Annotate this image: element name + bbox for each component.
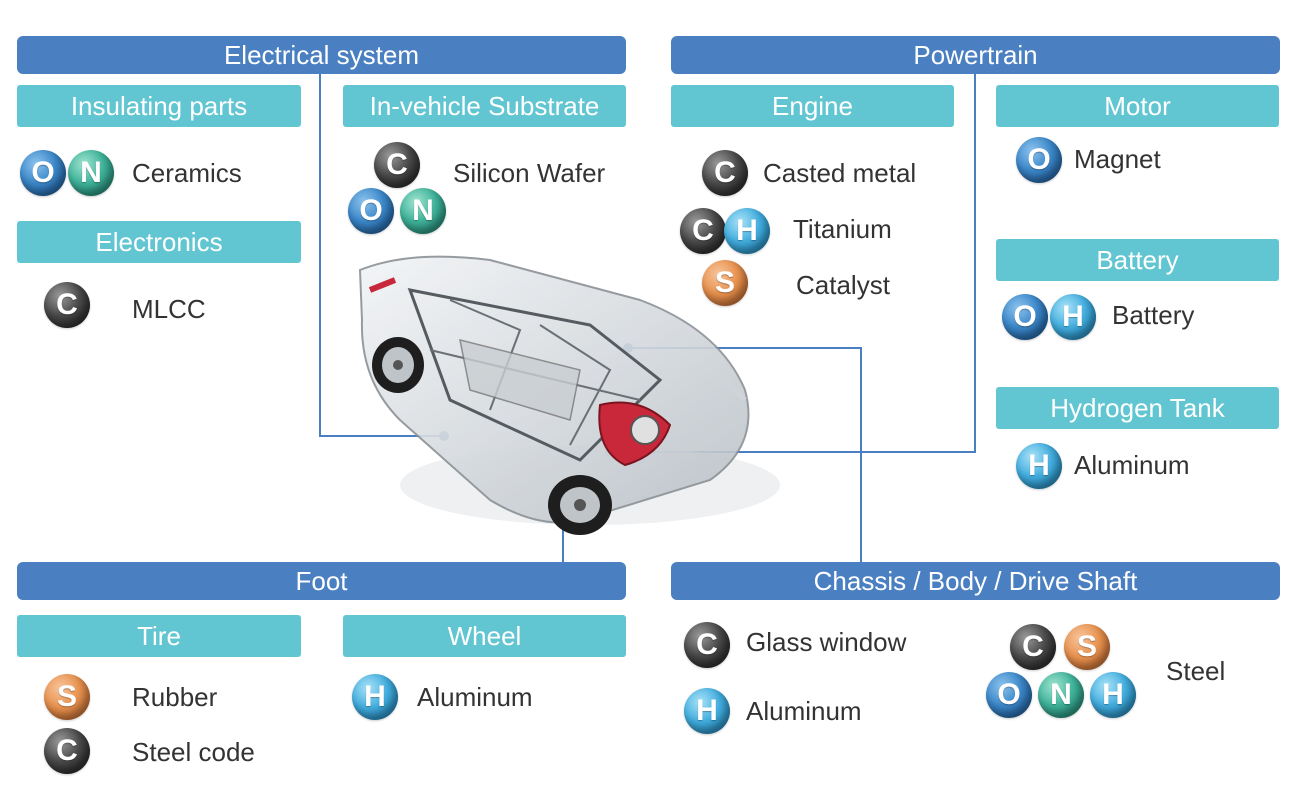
hydrogen-element-icon: H bbox=[352, 674, 398, 720]
hydrogen-tank-label: Hydrogen Tank bbox=[996, 387, 1279, 429]
carbon-element-icon: C bbox=[44, 728, 90, 774]
steel-code-material: Steel code bbox=[132, 737, 255, 767]
wheel-aluminum-material: Aluminum bbox=[417, 682, 533, 712]
mlcc-material: MLCC bbox=[132, 294, 206, 324]
carbon-element-icon: C bbox=[1010, 624, 1056, 670]
hydrogen-tank-aluminum-material: Aluminum bbox=[1074, 450, 1190, 480]
glass-window-material: Glass window bbox=[746, 627, 907, 657]
titanium-material: Titanium bbox=[793, 214, 892, 244]
oxygen-element-icon: O bbox=[20, 150, 66, 196]
wheel-label: Wheel bbox=[343, 615, 626, 657]
oxygen-element-icon: O bbox=[986, 672, 1032, 718]
car-illustration bbox=[358, 255, 780, 535]
silicon-wafer-material: Silicon Wafer bbox=[453, 158, 606, 188]
rubber-material: Rubber bbox=[132, 682, 218, 712]
sulfur-element-icon: S bbox=[44, 674, 90, 720]
magnet-material: Magnet bbox=[1074, 144, 1161, 174]
motor-label: Motor bbox=[996, 85, 1279, 127]
oxygen-element-icon: O bbox=[1016, 137, 1062, 183]
electrical-connector bbox=[319, 74, 444, 437]
catalyst-material: Catalyst bbox=[796, 270, 890, 300]
body-aluminum-material: Aluminum bbox=[746, 696, 862, 726]
sulfur-element-icon: S bbox=[702, 260, 748, 306]
hydrogen-element-icon: H bbox=[1050, 294, 1096, 340]
oxygen-element-icon: O bbox=[348, 188, 394, 234]
carbon-element-icon: C bbox=[374, 142, 420, 188]
carbon-element-icon: C bbox=[44, 282, 90, 328]
oxygen-element-icon: O bbox=[1002, 294, 1048, 340]
hydrogen-element-icon: H bbox=[1090, 672, 1136, 718]
electrical-system-header: Electrical system bbox=[17, 36, 626, 74]
sulfur-element-icon: S bbox=[1064, 624, 1110, 670]
nitrogen-element-icon: N bbox=[400, 188, 446, 234]
insulating-parts-label: Insulating parts bbox=[17, 85, 301, 127]
front-wheel bbox=[548, 475, 612, 535]
nitrogen-element-icon: N bbox=[68, 150, 114, 196]
powertrain-header: Powertrain bbox=[671, 36, 1280, 74]
foot-header: Foot bbox=[17, 562, 626, 600]
nitrogen-element-icon: N bbox=[1038, 672, 1084, 718]
carbon-element-icon: C bbox=[702, 150, 748, 196]
ceramics-material: Ceramics bbox=[132, 158, 242, 188]
carbon-element-icon: C bbox=[684, 622, 730, 668]
battery-label: Battery bbox=[996, 239, 1279, 281]
electronics-label: Electronics bbox=[17, 221, 301, 263]
hydrogen-element-icon: H bbox=[684, 688, 730, 734]
hydrogen-element-icon: H bbox=[1016, 443, 1062, 489]
carbon-element-icon: C bbox=[680, 208, 726, 254]
in-vehicle-substrate-label: In-vehicle Substrate bbox=[343, 85, 626, 127]
casted-metal-material: Casted metal bbox=[763, 158, 917, 188]
tire-label: Tire bbox=[17, 615, 301, 657]
battery-material: Battery bbox=[1112, 300, 1195, 330]
hydrogen-element-icon: H bbox=[724, 208, 770, 254]
chassis-body-drive-shaft-header: Chassis / Body / Drive Shaft bbox=[671, 562, 1280, 600]
steel-material: Steel bbox=[1166, 656, 1226, 686]
engine-label: Engine bbox=[671, 85, 954, 127]
rear-wheel bbox=[372, 337, 424, 393]
